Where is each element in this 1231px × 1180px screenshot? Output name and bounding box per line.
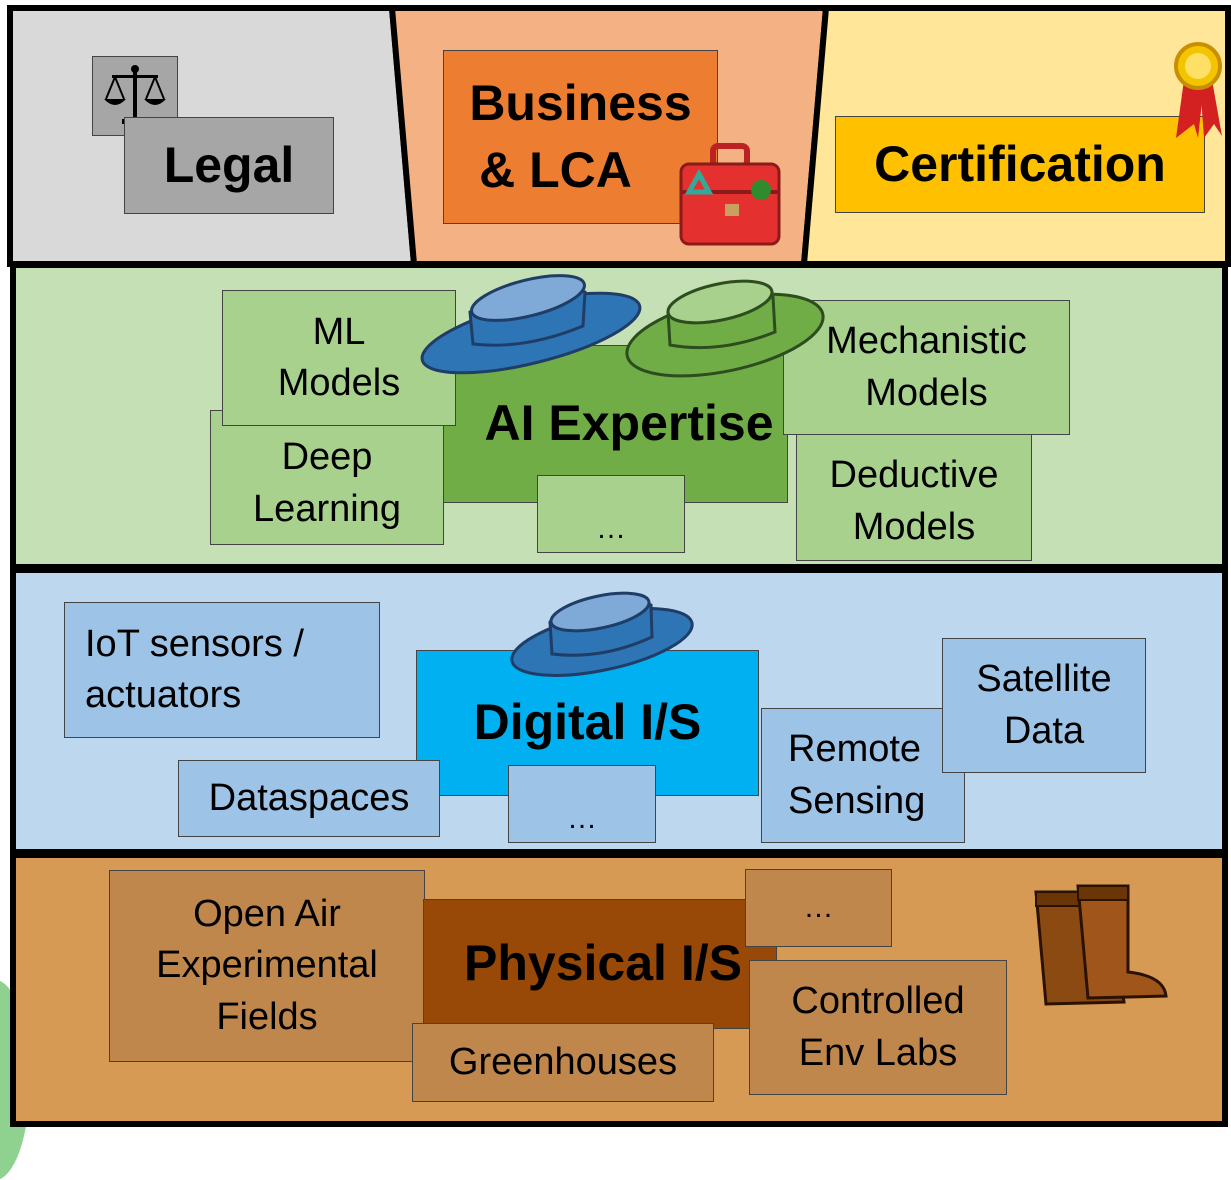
greenhouses-label: Greenhouses: [448, 1040, 678, 1083]
ai-more-box: …: [537, 475, 685, 553]
digital-more-label: …: [567, 801, 597, 835]
deep-label-line2: Learning: [253, 487, 401, 530]
deep-label-line1: Deep: [281, 436, 373, 479]
mech-label-line1: Mechanistic: [826, 320, 1027, 363]
iot-label-line1: IoT sensors /: [85, 622, 304, 665]
deductive-label-line2: Models: [852, 505, 976, 548]
legal-label: Legal: [163, 136, 295, 193]
openair-label-line1: Open Air: [193, 893, 341, 936]
openair-label-line3: Fields: [216, 995, 318, 1038]
digital-more-box: …: [508, 765, 656, 843]
ml-label-line1: ML: [312, 310, 366, 353]
business-label-line1: Business: [469, 74, 692, 131]
controlled-label-line2: Env Labs: [798, 1031, 958, 1074]
satellite-label-line1: Satellite: [976, 658, 1112, 701]
physical-more-box: …: [745, 869, 892, 947]
ai-expertise-label: AI Expertise: [484, 395, 774, 452]
satellite-data-box: Satellite Data: [942, 638, 1146, 773]
business-label-line2: & LCA: [479, 142, 632, 198]
dataspaces-box: Dataspaces: [178, 760, 440, 837]
open-air-fields-box: Open Air Experimental Fields: [109, 870, 425, 1062]
mech-label-line2: Models: [865, 371, 988, 414]
physical-is-box: Physical I/S: [423, 899, 777, 1029]
physical-is-label: Physical I/S: [464, 935, 742, 992]
business-lca-box: Business & LCA: [443, 50, 718, 224]
satellite-label-line2: Data: [1003, 709, 1085, 752]
remote-label-line1: Remote: [788, 728, 922, 771]
openair-label-line2: Experimental: [156, 944, 378, 987]
remote-label-line2: Sensing: [788, 779, 926, 822]
deductive-models-box: Deductive Models: [796, 432, 1032, 561]
legal-label-box: Legal: [124, 117, 334, 214]
greenhouses-box: Greenhouses: [412, 1023, 714, 1102]
deductive-label-line1: Deductive: [829, 454, 999, 497]
digital-is-label: Digital I/S: [473, 694, 702, 751]
controlled-label-line1: Controlled: [791, 980, 965, 1023]
remote-sensing-box: Remote Sensing: [761, 708, 965, 843]
physical-more-label: …: [803, 890, 834, 924]
deep-learning-box: Deep Learning: [210, 410, 444, 545]
briefcase-recycle-icon: [675, 140, 785, 250]
certification-box: Certification: [835, 116, 1205, 213]
ml-models-box: ML Models: [222, 290, 456, 426]
ai-more-label: …: [596, 511, 626, 545]
iot-label-line2: actuators: [85, 674, 242, 716]
dataspaces-label: Dataspaces: [208, 776, 410, 819]
mechanistic-models-box: Mechanistic Models: [783, 300, 1070, 435]
certification-label: Certification: [874, 135, 1166, 192]
controlled-env-labs-box: Controlled Env Labs: [749, 960, 1007, 1095]
ml-label-line2: Models: [277, 362, 401, 404]
iot-sensors-box: IoT sensors / actuators: [64, 602, 380, 738]
award-ribbon-icon: [1170, 40, 1226, 140]
